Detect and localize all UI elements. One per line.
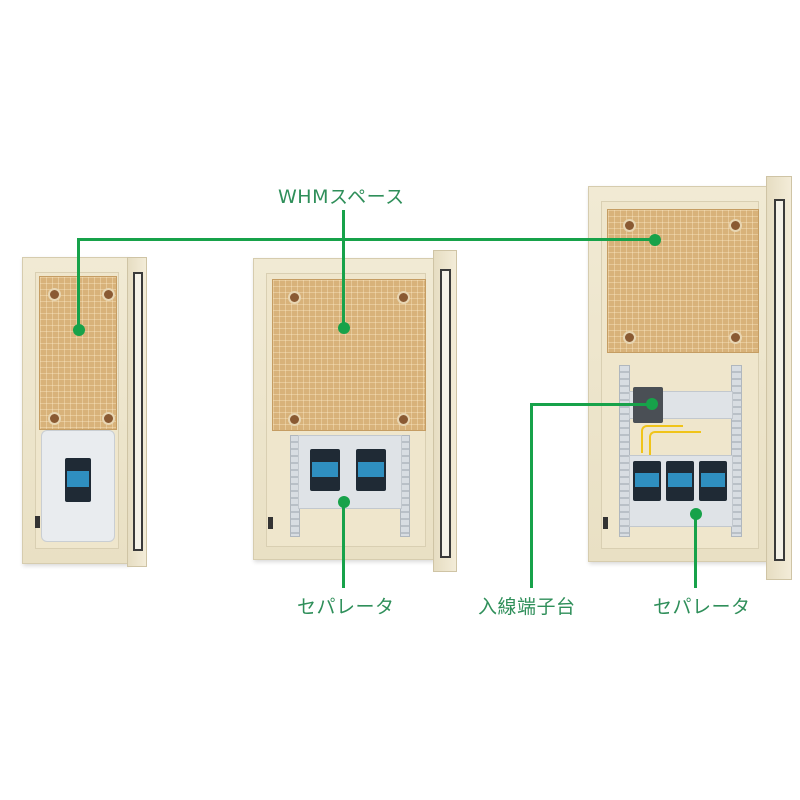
breaker-icon xyxy=(65,458,91,502)
door-window xyxy=(774,199,785,561)
wire-icon xyxy=(641,425,683,453)
screw-icon xyxy=(729,331,742,344)
screw-icon xyxy=(397,291,410,304)
breaker-icon xyxy=(699,461,727,501)
whm-space-label: WHMスペース xyxy=(278,186,405,208)
leader-dot-icon xyxy=(338,322,350,334)
separator-left-leader xyxy=(342,502,345,588)
medium-cabinet-door xyxy=(433,250,457,572)
leader-dot-icon xyxy=(690,508,702,520)
small-cabinet-door xyxy=(127,257,147,567)
incoming-terminal-label: 入線端子台 xyxy=(478,596,576,618)
terminal-leader-horizontal xyxy=(530,403,652,406)
medium-cabinet xyxy=(253,258,435,560)
leader-dot-icon xyxy=(73,324,85,336)
screw-icon xyxy=(729,219,742,232)
door-window xyxy=(133,272,143,551)
latch-icon xyxy=(35,516,40,528)
screw-icon xyxy=(288,291,301,304)
breaker-icon xyxy=(666,461,694,501)
door-window xyxy=(440,269,451,558)
leader-dot-icon xyxy=(649,234,661,246)
small-cabinet xyxy=(22,257,129,564)
screw-icon xyxy=(397,413,410,426)
leader-dot-icon xyxy=(338,496,350,508)
screw-icon xyxy=(288,413,301,426)
whm-leader-drop-medium xyxy=(342,210,345,328)
large-cabinet-door xyxy=(766,176,792,580)
large-cabinet-whm-board xyxy=(607,209,759,353)
screw-icon xyxy=(102,412,115,425)
screw-icon xyxy=(623,219,636,232)
latch-icon xyxy=(268,517,273,529)
latch-icon xyxy=(603,517,608,529)
breaker-icon xyxy=(356,449,386,491)
large-cabinet xyxy=(588,186,768,562)
screw-icon xyxy=(623,331,636,344)
wire-icon xyxy=(649,431,701,455)
whm-leader-horizontal xyxy=(77,238,655,241)
separator-right-leader xyxy=(694,514,697,588)
separator-left-label: セパレータ xyxy=(297,596,395,618)
rail-right xyxy=(731,365,742,537)
medium-cabinet-whm-board xyxy=(272,279,426,431)
breaker-icon xyxy=(310,449,340,491)
whm-leader-drop-small xyxy=(77,238,80,330)
terminal-leader-vertical xyxy=(530,403,533,588)
leader-dot-icon xyxy=(646,398,658,410)
breaker-icon xyxy=(633,461,661,501)
screw-icon xyxy=(48,288,61,301)
screw-icon xyxy=(48,412,61,425)
separator-right-label: セパレータ xyxy=(653,596,751,618)
rail-left xyxy=(619,365,630,537)
screw-icon xyxy=(102,288,115,301)
